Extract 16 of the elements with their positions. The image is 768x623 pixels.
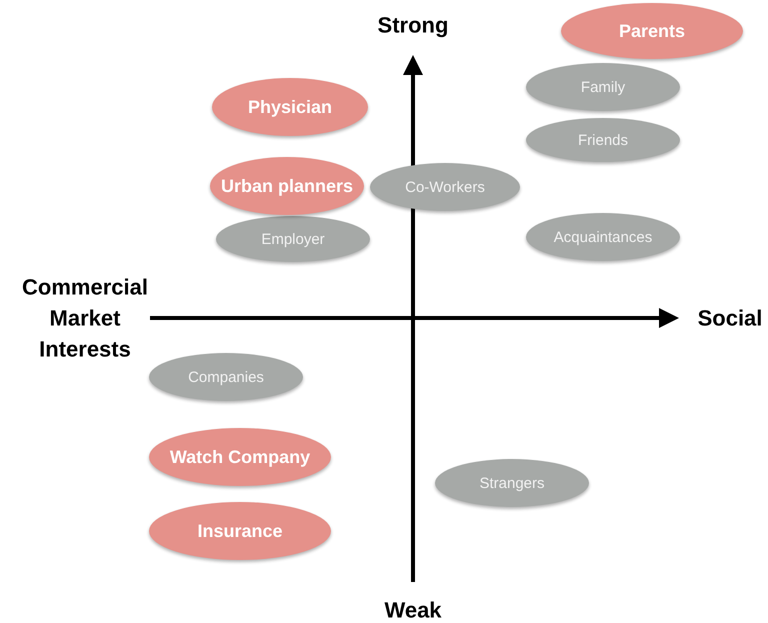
- node-label: Watch Company: [170, 446, 310, 468]
- node-label: Urban planners: [220, 176, 354, 196]
- node-label: Strangers: [479, 474, 545, 492]
- node-label: Physician: [248, 96, 332, 118]
- node-label: Acquaintances: [554, 228, 652, 246]
- node-label: Friends: [578, 132, 628, 148]
- axis-label: Strong: [378, 12, 448, 40]
- node-label: Insurance: [197, 520, 283, 542]
- axis-label: Commercial Market Interests: [21, 274, 149, 364]
- node-label: Employer: [261, 230, 325, 248]
- node-label: Parents: [618, 20, 686, 42]
- axis-label: Weak: [384, 596, 442, 623]
- node-label: Family: [580, 78, 626, 96]
- node-label: Companies: [188, 368, 264, 386]
- axis-label: Social: [698, 304, 762, 332]
- node-label: Co-Workers: [405, 178, 485, 196]
